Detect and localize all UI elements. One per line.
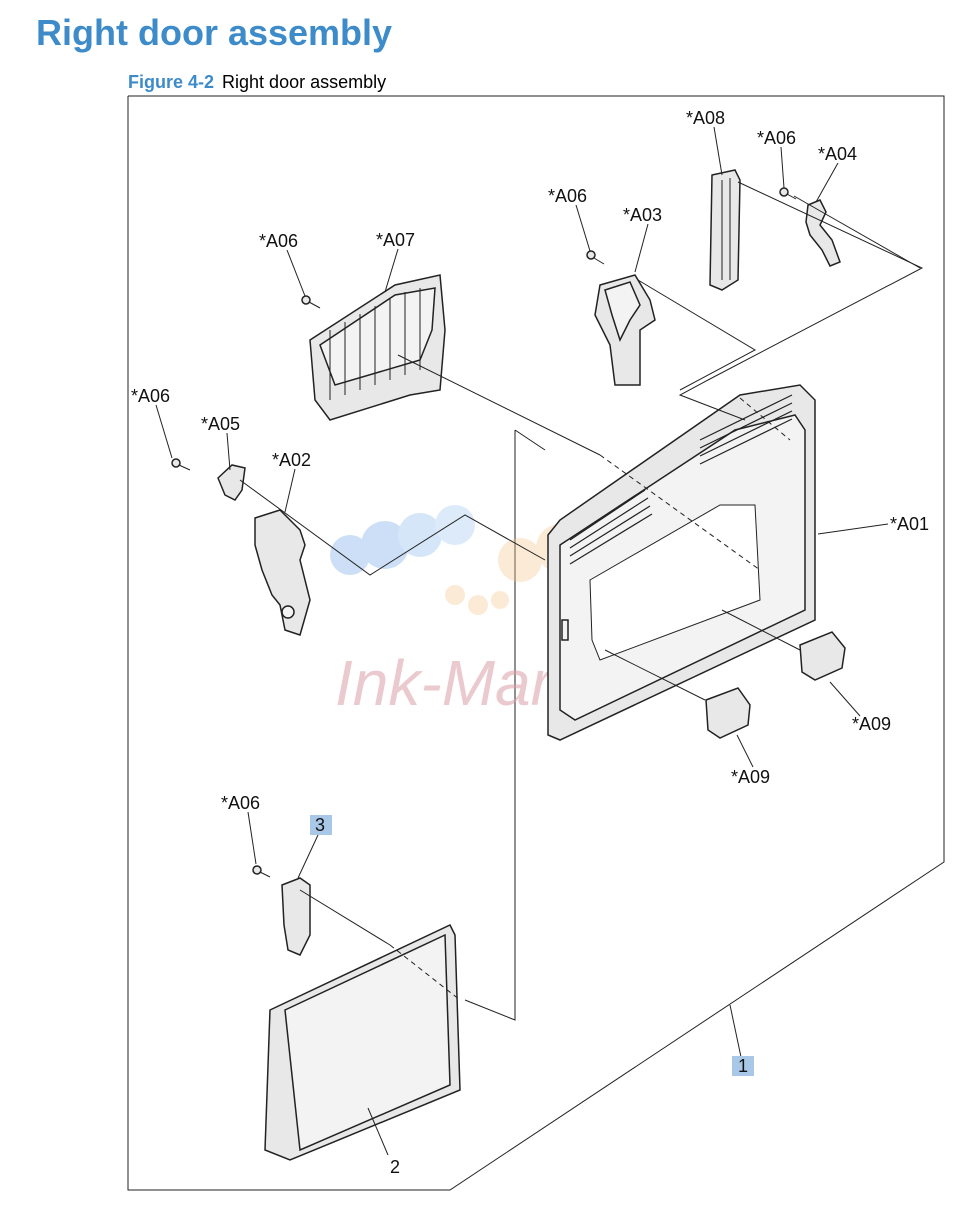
part-a03 <box>594 274 656 386</box>
part-a07 <box>309 274 446 421</box>
callout-1: 1 <box>738 1056 748 1076</box>
callout-a04: *A04 <box>818 144 857 164</box>
part-a09-right <box>799 631 846 681</box>
callout-3-highlight <box>310 815 332 835</box>
callout-a06-far-left: *A06 <box>131 386 170 406</box>
part-a05 <box>217 464 246 501</box>
part-a09-center <box>705 687 751 739</box>
callout-a06-mid: *A06 <box>548 186 587 206</box>
callout-a05: *A05 <box>201 414 240 434</box>
callout-a06-top-right: *A06 <box>757 128 796 148</box>
callout-a06-left: *A06 <box>259 231 298 251</box>
screw-a06-a05 <box>171 458 191 471</box>
screw-a06-a07 <box>301 295 321 309</box>
figure-caption-text: Right door assembly <box>222 72 387 92</box>
callout-a01: *A01 <box>890 514 929 534</box>
figure-caption: Figure 4-2 Right door assembly <box>128 72 386 93</box>
callout-3: 3 <box>315 815 325 835</box>
assembly-frame <box>464 430 516 1021</box>
part-2-tray <box>264 924 461 1161</box>
callout-2: 2 <box>390 1157 400 1177</box>
callout-a06-bottom: *A06 <box>221 793 260 813</box>
leader-lines <box>155 126 889 1156</box>
assembly-lines <box>239 181 924 1001</box>
callout-a03: *A03 <box>623 205 662 225</box>
callout-1-highlight <box>732 1056 754 1076</box>
part-a02 <box>254 509 311 636</box>
screw-a06-item3 <box>252 865 271 878</box>
callout-a08: *A08 <box>686 108 725 128</box>
part-3 <box>281 877 311 956</box>
page-title: Right door assembly <box>36 12 393 53</box>
part-a08 <box>709 169 741 291</box>
part-a01-door <box>547 384 816 741</box>
callout-a02: *A02 <box>272 450 311 470</box>
part-a04 <box>805 199 841 267</box>
callout-a09-center: *A09 <box>731 767 770 787</box>
screw-a06-a03 <box>586 250 605 265</box>
callout-a07: *A07 <box>376 230 415 250</box>
frame-outline <box>127 95 945 1191</box>
figure-number: Figure 4-2 <box>128 72 215 92</box>
callout-a09-right: *A09 <box>852 714 891 734</box>
screw-a06-a04 <box>779 187 797 200</box>
